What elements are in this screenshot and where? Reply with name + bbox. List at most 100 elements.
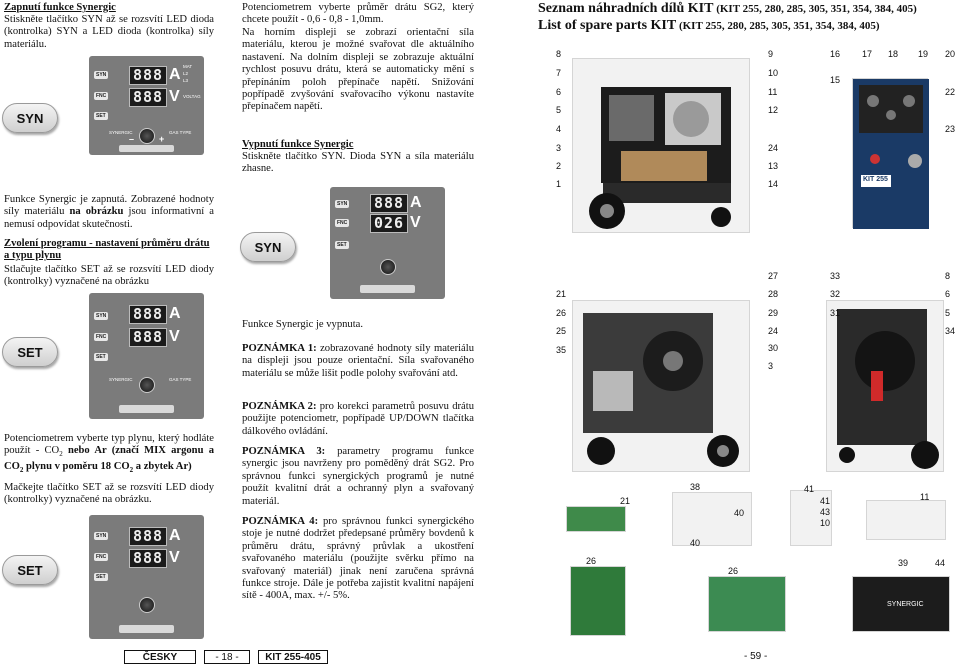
connector-cable-image	[866, 500, 946, 540]
welder-rear-image	[826, 300, 944, 472]
panel-fnc-button: FNC	[94, 553, 109, 561]
heading-synergic-off: Vypnutí funkce Synergic	[242, 139, 354, 150]
panel-syn-button: SYN	[94, 532, 109, 540]
synergic-label: SYNERGIC	[109, 377, 133, 382]
panel-syn-button: SYN	[335, 200, 350, 208]
footer-page-right: - 59 -	[744, 651, 768, 662]
callout: 30	[768, 343, 779, 353]
note-4: POZNÁMKA 4: pro správnou funkci synergic…	[242, 516, 475, 602]
callout: 14	[768, 179, 779, 189]
callout: 28	[768, 289, 779, 299]
welder-side-open-image	[572, 300, 750, 472]
callout: 20	[945, 49, 956, 59]
set-badge-2: SET	[2, 555, 58, 585]
panel-fnc-button: FNC	[335, 219, 350, 227]
callout: 22	[945, 87, 956, 97]
plus-label: +	[159, 134, 165, 144]
control-panel-1: SYN FNC SET 888 888 A V MAT L2 L3 VOLTAG…	[89, 56, 204, 155]
volt-unit: V	[169, 328, 180, 345]
potentiometer-knob	[380, 259, 396, 275]
control-panel-4: SYN FNC SET 888 026 A V	[330, 187, 445, 299]
potentiometer-knob	[139, 377, 155, 393]
callout: 24	[768, 143, 779, 153]
display-board-image	[570, 566, 626, 636]
led-mat: MAT	[183, 64, 193, 69]
callout: 26	[556, 308, 567, 318]
callout: 23	[945, 124, 956, 134]
callout: 9	[768, 49, 774, 59]
callout: 10	[768, 68, 779, 78]
bottom-display: 888	[129, 328, 167, 347]
panel-set-button: SET	[94, 573, 108, 581]
footer-page-left: - 18 -	[204, 650, 250, 664]
top-display: 888	[129, 527, 167, 546]
panel-fnc-button: FNC	[94, 92, 109, 100]
callout: 10	[820, 518, 831, 528]
switch-board-image	[790, 490, 832, 546]
callout: 40	[690, 538, 701, 548]
led-l3: L3	[183, 78, 189, 83]
note-1: POZNÁMKA 1: zobrazované hodnoty síly mat…	[242, 343, 474, 379]
check-strip	[360, 285, 415, 293]
panel-fnc-button: FNC	[94, 333, 109, 341]
footer-language: ČESKY	[124, 650, 196, 664]
callout: 15	[830, 75, 841, 85]
check-strip	[119, 145, 174, 152]
callout: 34	[945, 326, 956, 336]
panel-set-button: SET	[335, 241, 349, 249]
mid-display: 026	[370, 214, 408, 233]
callout: 24	[768, 326, 779, 336]
control-panel-2: SYN FNC SET 888 888 A V SYNERGIC GAS TYP…	[89, 293, 204, 419]
text-gas-select: Potenciometrem vyberte typ plynu, který …	[4, 433, 214, 475]
callout: 33	[830, 271, 841, 281]
callout: 8	[556, 49, 562, 59]
voltage-label: VOLTAG	[183, 94, 201, 99]
panel-syn-button: SYN	[94, 312, 109, 320]
callout: 18	[888, 49, 899, 59]
callout: 31	[830, 308, 841, 318]
note-2: POZNÁMKA 2: pro korekci parametrů posuvu…	[242, 401, 474, 437]
led-l2: L2	[183, 71, 189, 76]
callout: 3	[556, 143, 562, 153]
gas-type-label: GAS TYPE	[169, 130, 192, 135]
top-display: 888	[370, 194, 408, 213]
callout: 6	[556, 87, 562, 97]
note-3: POZNÁMKA 3: parametry programu funkce sy…	[242, 446, 474, 507]
callout: 43	[820, 507, 831, 517]
callout: 3	[768, 361, 774, 371]
text-synergic-on: Stiskněte tlačítko SYN až se rozsvítí LE…	[4, 14, 214, 50]
set-badge-1: SET	[2, 337, 58, 367]
callout: 21	[620, 496, 631, 506]
front-panel-image: KIT 255	[852, 78, 929, 229]
callout: 21	[556, 289, 567, 299]
spare-parts-title-cz: Seznam náhradních dílů KIT (KIT 255, 280…	[538, 1, 917, 16]
volt-unit: V	[410, 214, 421, 231]
callout: 11	[768, 87, 778, 97]
potentiometer-knob	[139, 597, 155, 613]
volt-unit: V	[169, 549, 180, 566]
syn-badge: SYN	[2, 103, 58, 133]
callout: 39	[898, 558, 909, 568]
callout: 35	[556, 345, 567, 355]
amp-unit: A	[169, 66, 181, 83]
machine-label: KIT 255	[863, 176, 888, 183]
callout: 40	[734, 508, 745, 518]
callout: 38	[690, 482, 701, 492]
callout: 6	[945, 289, 951, 299]
callout: 13	[768, 161, 779, 171]
synergic-panel-label: SYNERGIC	[887, 601, 924, 608]
panel-syn-button: SYN	[94, 71, 109, 79]
control-panel-3: SYN FNC SET 888 888 A V	[89, 515, 204, 639]
callout: 16	[830, 49, 841, 59]
callout: 5	[556, 105, 562, 115]
text-wire-diameter: Potenciometrem vyberte průměr drátu SG2,…	[242, 2, 474, 26]
check-strip	[119, 405, 174, 413]
callout: 1	[556, 179, 562, 189]
callout: 32	[830, 289, 841, 299]
callout: 29	[768, 308, 779, 318]
callout: 41	[820, 496, 831, 506]
gas-type-label: GAS TYPE	[169, 377, 192, 382]
potentiometer-knob	[139, 128, 155, 144]
text-synergic-off: Stiskněte tlačítko SYN. Dioda SYN a síla…	[242, 151, 474, 175]
text-press-set-again: Mačkejte tlačítko SET až se rozsvítí LED…	[4, 482, 214, 506]
